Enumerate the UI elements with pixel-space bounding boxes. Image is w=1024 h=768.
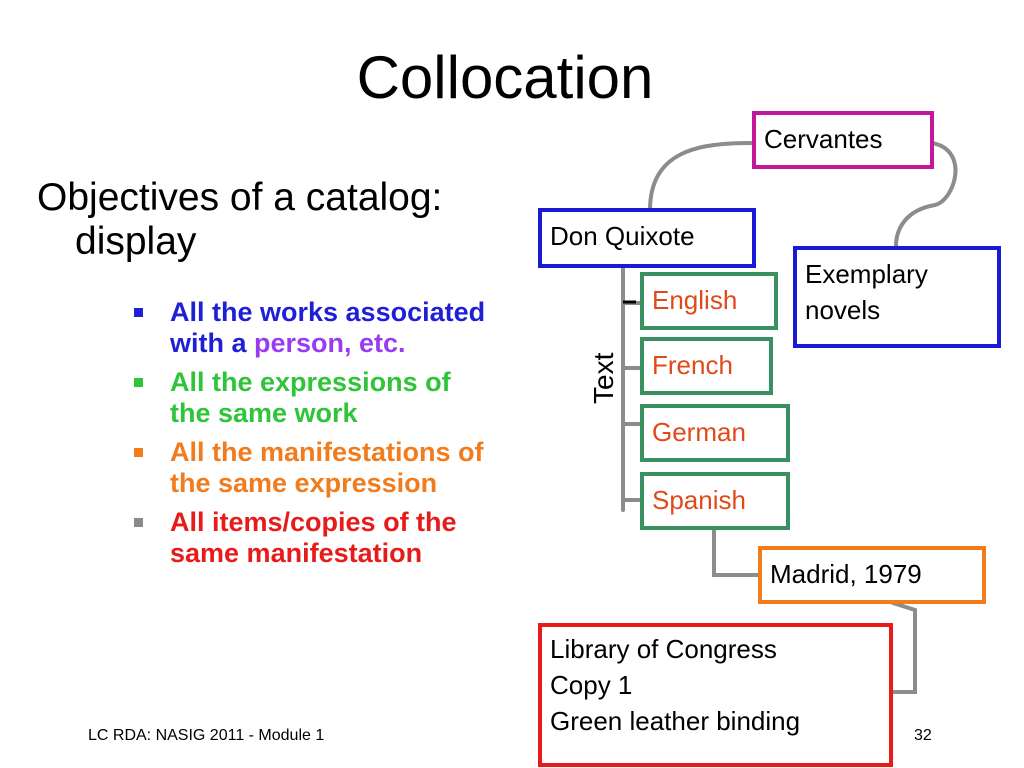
bullet-text: All the expressions of the same work <box>170 367 451 428</box>
bullet-text: All the manifestations of the same expre… <box>170 437 484 498</box>
cervantes-label: Cervantes <box>764 124 883 154</box>
cervantes-to-don-quixote-connector <box>648 141 754 212</box>
expression-german-node: German <box>640 404 790 462</box>
bullet-text: All items/copies of the same manifestati… <box>170 507 457 568</box>
exemplary-novels-node: Exemplary novels <box>793 246 1001 348</box>
don-quixote-label: Don Quixote <box>550 221 695 251</box>
slide-title: Collocation <box>356 44 654 111</box>
cervantes-to-exemplary-connector <box>894 141 958 248</box>
bullet-marker-icon <box>134 378 143 387</box>
exemplary-novels-line-1: Exemplary <box>805 259 928 289</box>
don-quixote-node: Don Quixote <box>538 208 756 268</box>
expression-german-label: German <box>652 417 746 447</box>
objectives-heading: Objectives of a catalog: display <box>37 176 442 264</box>
bullet-item: All the manifestations of the same expre… <box>130 437 490 499</box>
bullet-item: All items/copies of the same manifestati… <box>130 507 490 569</box>
item-line-2: Copy 1 <box>550 670 633 700</box>
expression-english-node: English <box>640 272 778 330</box>
text-axis-label: Text <box>588 352 619 404</box>
item-line-1: Library of Congress <box>550 634 777 664</box>
objectives-line-1: Objectives of a catalog: <box>37 176 443 219</box>
page-number: 32 <box>914 727 932 744</box>
bullet-text: person, etc. <box>254 328 406 358</box>
footer-text: LC RDA: NASIG 2011 - Module 1 <box>88 727 325 744</box>
madrid-to-library-connector <box>891 601 917 694</box>
item-node: Library of Congress Copy 1 Green leather… <box>538 623 893 767</box>
spanish-to-madrid-connector <box>712 529 760 577</box>
expression-english-label: English <box>652 285 738 315</box>
bullet-marker-icon <box>134 448 143 457</box>
cervantes-node: Cervantes <box>752 111 934 169</box>
manifestation-node: Madrid, 1979 <box>758 546 986 604</box>
item-line-3: Green leather binding <box>550 706 801 736</box>
bullet-item: All the works associated with a person, … <box>130 297 490 359</box>
expression-spanish-node: Spanish <box>640 472 790 530</box>
expression-french-label: French <box>652 350 733 380</box>
bullet-list: All the works associated with a person, … <box>130 297 490 577</box>
bullet-marker-icon <box>134 518 143 527</box>
expression-french-node: French <box>640 337 773 395</box>
expression-spanish-label: Spanish <box>652 485 746 515</box>
bullet-marker-icon <box>134 308 143 317</box>
bullet-text: All the works associated with a <box>170 297 486 358</box>
manifestation-label: Madrid, 1979 <box>770 559 922 589</box>
bullet-item: All the expressions of the same work <box>130 367 490 429</box>
exemplary-novels-line-2: novels <box>805 295 881 325</box>
objectives-line-2: display <box>75 220 197 263</box>
